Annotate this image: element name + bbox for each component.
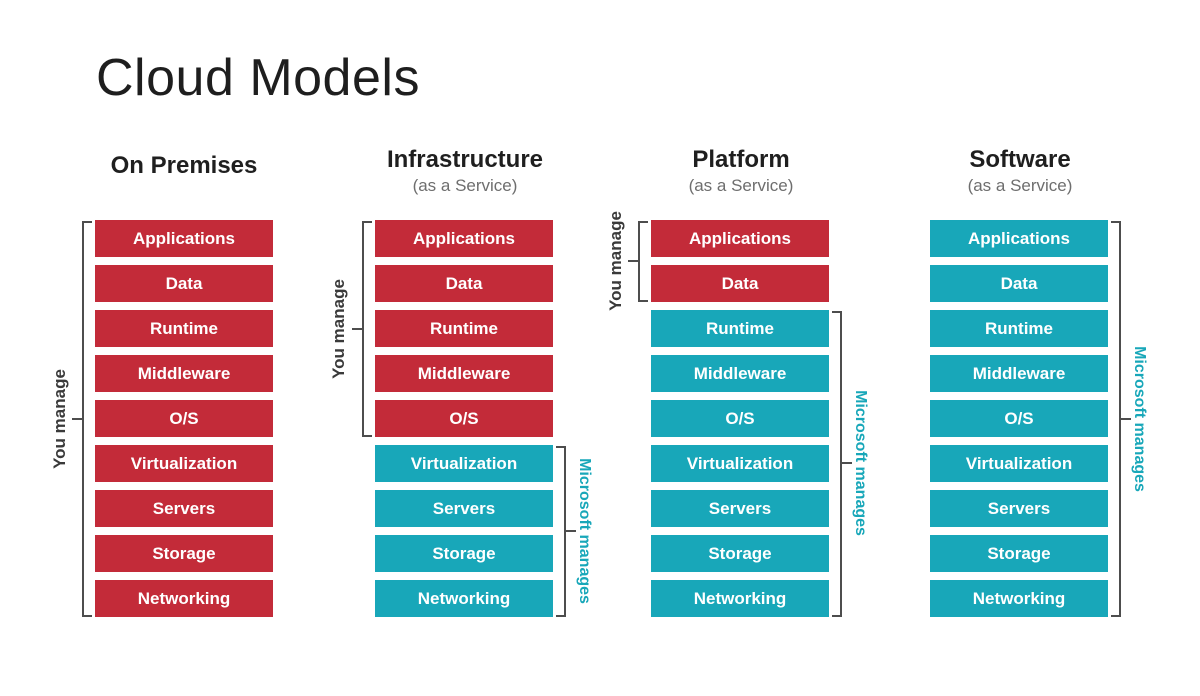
- layer-box-networking: Networking: [375, 580, 553, 617]
- layer-box-applications: Applications: [651, 220, 829, 257]
- layer-box-applications: Applications: [930, 220, 1108, 257]
- layer-box-runtime: Runtime: [651, 310, 829, 347]
- layer-box-virtualization: Virtualization: [930, 445, 1108, 482]
- layer-box-virtualization: Virtualization: [375, 445, 553, 482]
- bracket-you-manage-iaas: [362, 221, 372, 437]
- layer-box-data: Data: [375, 265, 553, 302]
- layer-box-applications: Applications: [375, 220, 553, 257]
- layer-box-middleware: Middleware: [375, 355, 553, 392]
- layer-box-os: O/S: [95, 400, 273, 437]
- column-subtitle: (as a Service): [967, 175, 1073, 195]
- layer-box-networking: Networking: [930, 580, 1108, 617]
- bracket-microsoft-manages-paas: [832, 311, 842, 617]
- layer-box-middleware: Middleware: [651, 355, 829, 392]
- bracket-you-manage-onprem: [82, 221, 92, 617]
- column-title: Platform: [692, 146, 790, 173]
- column-header-paas: Platform (as a Service): [611, 146, 871, 196]
- microsoft-manages-label: Microsoft manages: [1131, 346, 1148, 492]
- layer-box-storage: Storage: [95, 535, 273, 572]
- layer-box-applications: Applications: [95, 220, 273, 257]
- layer-box-networking: Networking: [95, 580, 273, 617]
- column-header-saas: Software (as a Service): [890, 146, 1150, 196]
- bracket-microsoft-manages-saas: [1111, 221, 1121, 617]
- you-manage-label: You manage: [50, 369, 69, 469]
- bracket-tick: [72, 418, 82, 420]
- bracket-tick: [628, 260, 638, 262]
- microsoft-manages-label: Microsoft manages: [576, 458, 593, 604]
- layer-box-storage: Storage: [375, 535, 553, 572]
- page-title: Cloud Models: [96, 49, 420, 107]
- you-manage-label: You manage: [329, 279, 348, 379]
- layer-box-servers: Servers: [930, 490, 1108, 527]
- column-title: Infrastructure: [386, 146, 544, 173]
- layer-box-virtualization: Virtualization: [95, 445, 273, 482]
- layer-box-os: O/S: [651, 400, 829, 437]
- column-subtitle: (as a Service): [688, 175, 794, 195]
- column-title: On Premises: [110, 152, 258, 179]
- layer-box-servers: Servers: [95, 490, 273, 527]
- layer-box-servers: Servers: [651, 490, 829, 527]
- layer-box-data: Data: [930, 265, 1108, 302]
- bracket-you-manage-paas: [638, 221, 648, 302]
- layer-box-data: Data: [651, 265, 829, 302]
- layer-box-middleware: Middleware: [95, 355, 273, 392]
- layer-box-data: Data: [95, 265, 273, 302]
- layer-box-storage: Storage: [651, 535, 829, 572]
- bracket-tick: [1121, 418, 1131, 420]
- layer-box-os: O/S: [375, 400, 553, 437]
- layer-box-runtime: Runtime: [95, 310, 273, 347]
- bracket-tick: [352, 328, 362, 330]
- layer-box-servers: Servers: [375, 490, 553, 527]
- column-title: Software: [969, 146, 1071, 173]
- layer-box-storage: Storage: [930, 535, 1108, 572]
- bracket-microsoft-manages-iaas: [556, 446, 566, 617]
- layer-box-middleware: Middleware: [930, 355, 1108, 392]
- layer-box-networking: Networking: [651, 580, 829, 617]
- microsoft-manages-label: Microsoft manages: [852, 390, 869, 536]
- you-manage-label: You manage: [606, 211, 625, 311]
- layer-box-runtime: Runtime: [930, 310, 1108, 347]
- bracket-tick: [842, 462, 852, 464]
- column-header-on-premises: On Premises: [94, 152, 274, 181]
- layer-box-virtualization: Virtualization: [651, 445, 829, 482]
- layer-box-os: O/S: [930, 400, 1108, 437]
- bracket-tick: [566, 530, 576, 532]
- layer-box-runtime: Runtime: [375, 310, 553, 347]
- column-header-iaas: Infrastructure (as a Service): [335, 146, 595, 196]
- column-subtitle: (as a Service): [412, 175, 518, 195]
